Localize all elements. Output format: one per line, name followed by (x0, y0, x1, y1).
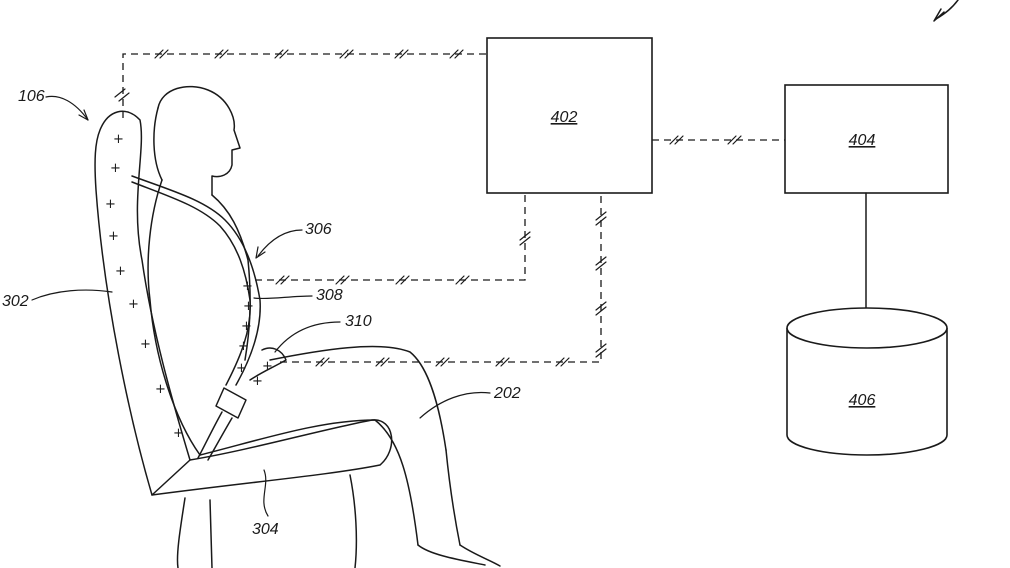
occupant-torso (147, 179, 201, 456)
belt-buckle (215, 387, 247, 419)
occupant-foot (417, 544, 501, 567)
svg-text:+: + (110, 161, 121, 176)
belt-anchor (197, 411, 233, 461)
svg-text:+: + (236, 361, 247, 376)
controller-402: 402 (486, 37, 653, 194)
occupant-shin (445, 449, 461, 546)
box-402-label: 402 (551, 109, 578, 126)
label-202: 202 (493, 385, 521, 402)
label-308: 308 (316, 287, 343, 304)
belt-shoulder-strap (131, 175, 261, 386)
belt-sensors: + + + + + + + (236, 279, 273, 389)
svg-text:+: + (155, 382, 166, 397)
link-belt-to-402 (255, 193, 526, 281)
svg-text:+: + (252, 374, 263, 389)
label-310: 310 (345, 313, 372, 330)
svg-text:+: + (108, 229, 119, 244)
link-buckle-to-402 (280, 193, 602, 363)
box-404-label: 404 (849, 132, 876, 149)
occupant-head (157, 85, 241, 196)
svg-text:+: + (241, 319, 252, 334)
belt-lap-strap (249, 347, 287, 381)
svg-text:+: + (113, 132, 124, 147)
seat-sensors: + + + + + + + + + (105, 132, 184, 441)
svg-text:+: + (243, 299, 254, 314)
server-404: 404 (784, 84, 949, 194)
belt-shoulder-strap-inner (131, 181, 251, 386)
communication-lines (114, 49, 785, 367)
break-markers (114, 49, 742, 367)
db-406-label: 406 (849, 392, 876, 409)
occupant-back-of-head (153, 107, 163, 181)
occupant (147, 85, 501, 567)
svg-text:+: + (173, 426, 184, 441)
svg-text:+: + (105, 197, 116, 212)
svg-text:+: + (140, 337, 151, 352)
occupant-thigh-bottom (199, 419, 419, 546)
figure-arrow-head (933, 8, 945, 22)
seat-belt: + + + + + + + (131, 175, 287, 461)
database-406: 406 (786, 307, 948, 456)
svg-text:+: + (115, 264, 126, 279)
link-seat-to-402 (122, 53, 487, 118)
label-306: 306 (305, 221, 332, 238)
svg-text:+: + (128, 297, 139, 312)
seat-base (176, 474, 358, 568)
occupant-thigh-top (269, 345, 447, 451)
svg-text:+: + (262, 359, 273, 374)
svg-text:+: + (242, 279, 253, 294)
seat-cushion (151, 419, 393, 496)
occupant-chest (211, 194, 251, 361)
svg-text:+: + (238, 339, 249, 354)
label-304: 304 (252, 521, 279, 538)
reference-labels: 106 302 304 306 308 310 202 (2, 88, 521, 538)
label-106: 106 (18, 88, 45, 105)
label-302: 302 (2, 293, 29, 310)
